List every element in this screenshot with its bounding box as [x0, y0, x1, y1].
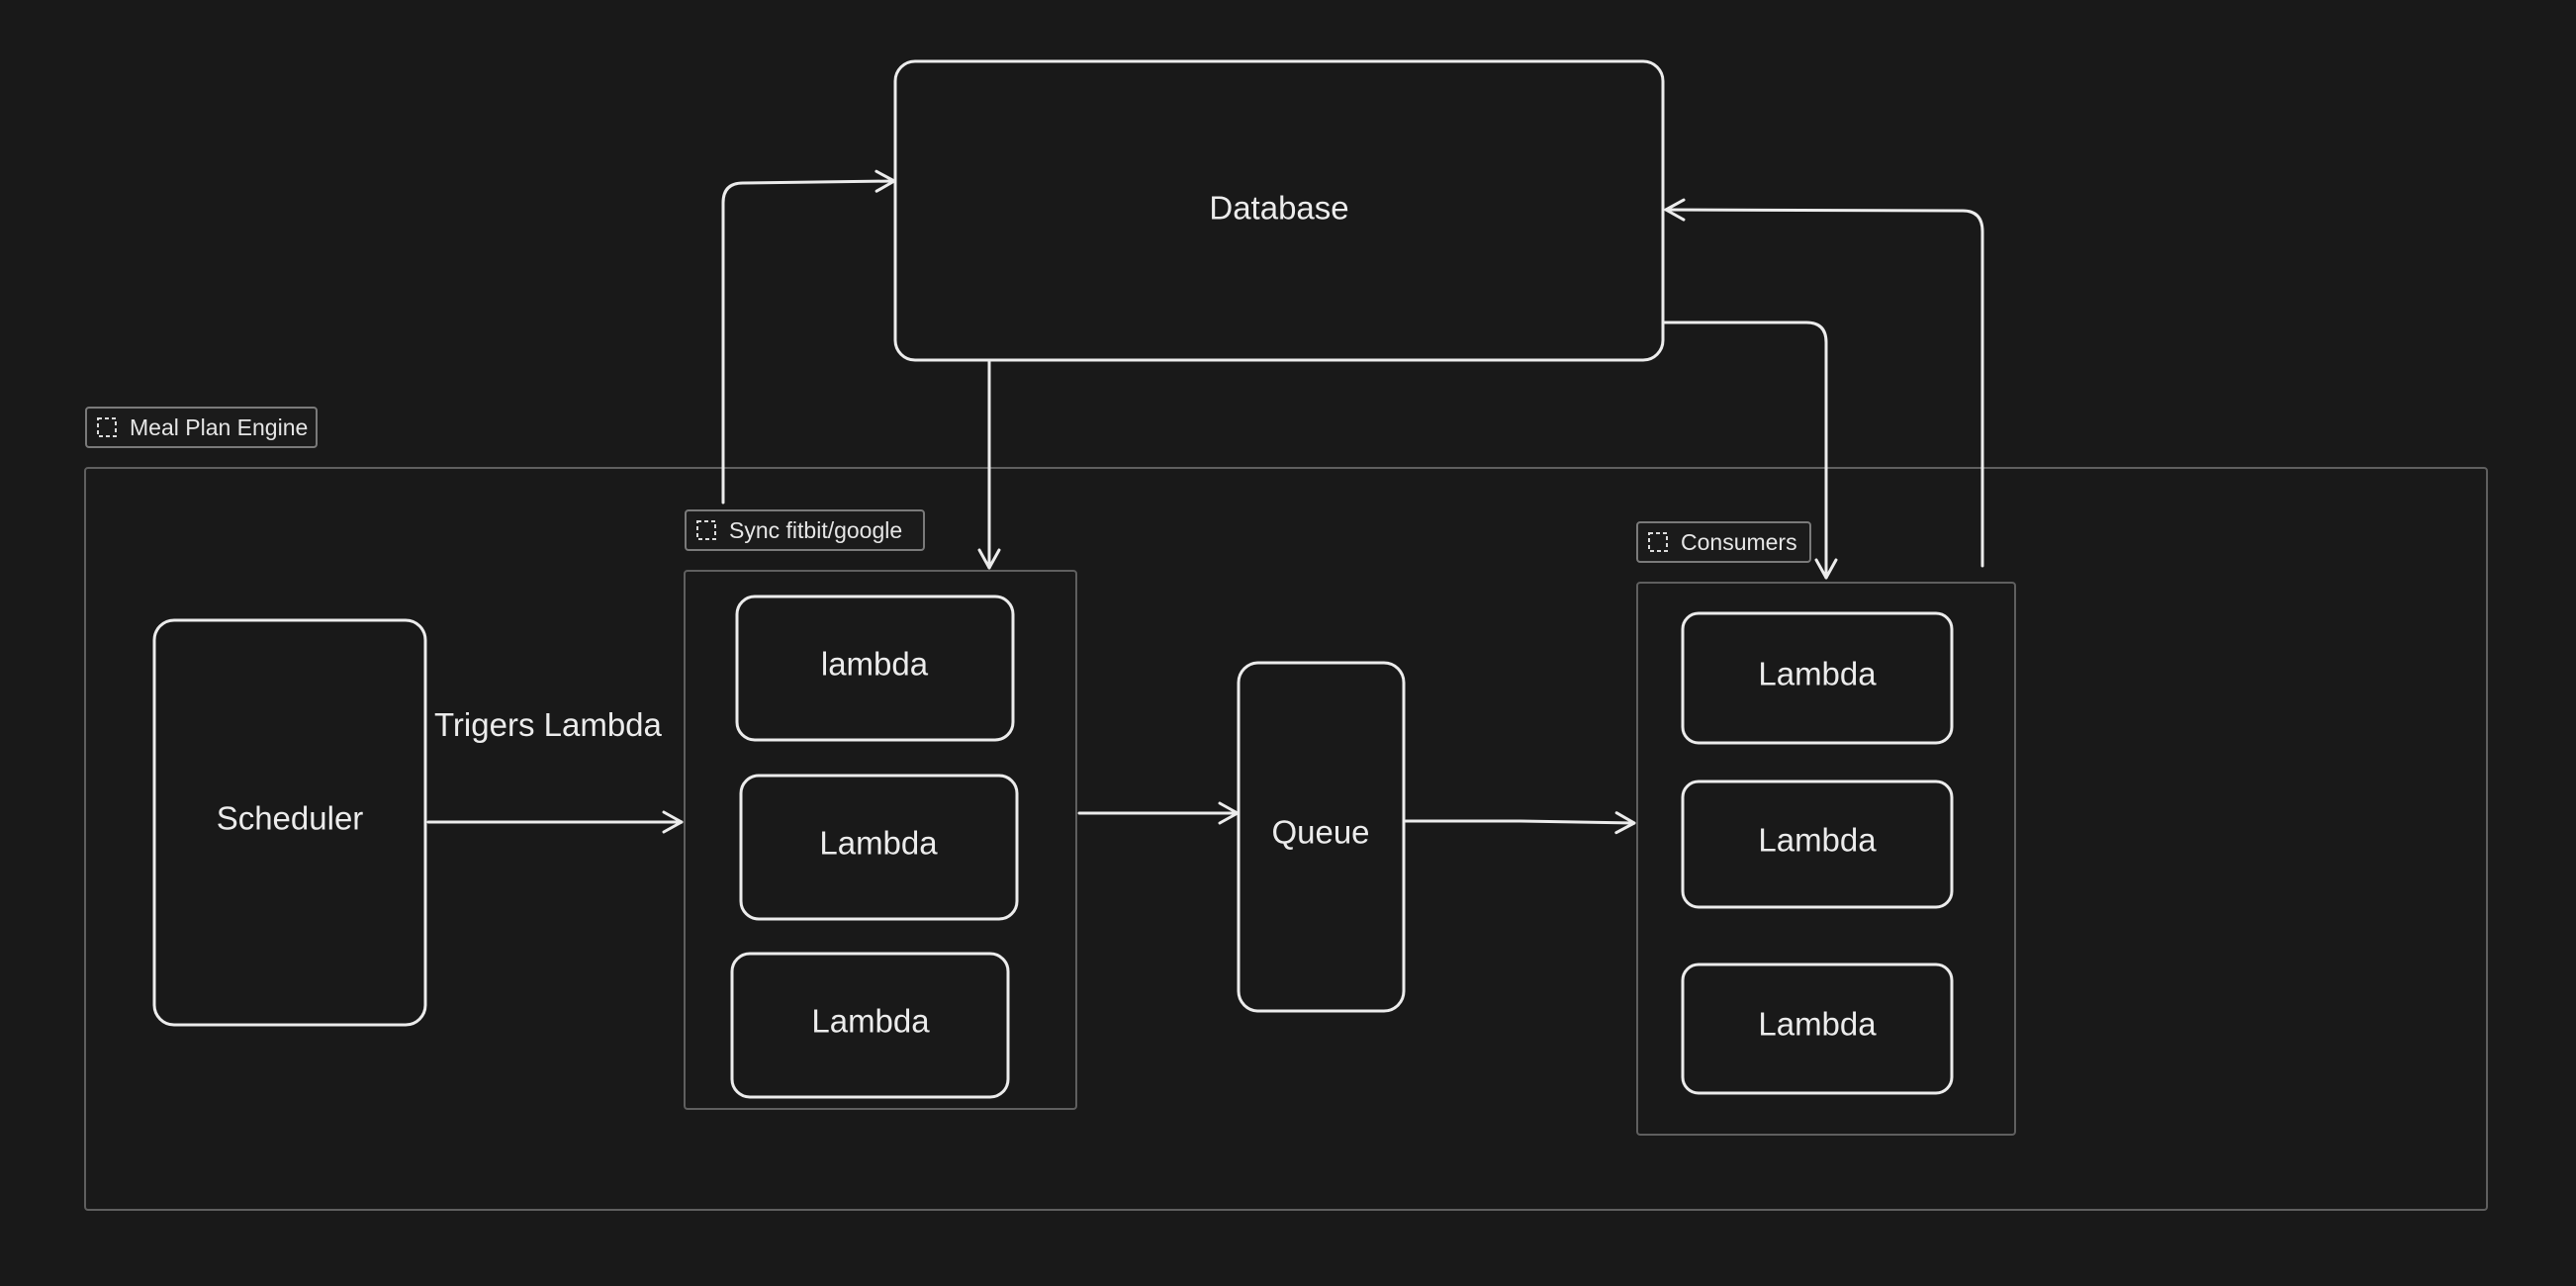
frame-meal-plan-engine-border — [84, 467, 2488, 1211]
frame-icon — [1648, 532, 1668, 552]
node-database-label: Database — [1209, 190, 1348, 227]
node-sync-lambda-2-box — [739, 774, 1019, 921]
edge-database-to-consumers[interactable] — [1663, 321, 1838, 580]
frame-consumers-border — [1636, 582, 2016, 1136]
node-sync-lambda-3-label: Lambda — [811, 1003, 930, 1040]
edge-sync-to-database[interactable] — [721, 169, 896, 505]
node-consumer-lambda-3-label: Lambda — [1758, 1006, 1877, 1043]
frame-tag-box — [1636, 521, 1811, 563]
frame-meal-plan-engine-label: Meal Plan Engine — [130, 414, 308, 440]
node-sync-lambda-1-box — [735, 595, 1015, 742]
frame-tag-box — [85, 407, 318, 448]
node-sync-lambda-3[interactable]: Lambda — [730, 952, 1010, 1099]
node-scheduler-box — [152, 618, 427, 1027]
node-sync-lambda-3-box — [730, 952, 1010, 1099]
frame-consumers[interactable]: Consumers — [1636, 521, 2016, 1136]
frame-icon — [97, 417, 117, 437]
node-database[interactable]: Database — [893, 59, 1665, 362]
node-queue-label: Queue — [1271, 814, 1369, 851]
node-sync-lambda-1-label: lambda — [821, 646, 929, 683]
node-consumer-lambda-2-label: Lambda — [1758, 822, 1877, 859]
frame-meal-plan-engine[interactable]: Meal Plan Engine — [84, 407, 2488, 1211]
edge-queue-to-consumers[interactable] — [1404, 811, 1636, 835]
frame-consumers-tag[interactable]: Consumers — [1636, 521, 1811, 563]
frame-icon — [696, 520, 716, 540]
node-consumer-lambda-1[interactable]: Lambda — [1681, 611, 1954, 745]
node-consumer-lambda-2[interactable]: Lambda — [1681, 780, 1954, 909]
frame-sync-label: Sync fitbit/google — [729, 517, 902, 543]
node-consumer-lambda-3[interactable]: Lambda — [1681, 963, 1954, 1095]
node-sync-lambda-2-label: Lambda — [819, 825, 938, 862]
node-sync-lambda-2[interactable]: Lambda — [739, 774, 1019, 921]
node-consumer-lambda-2-box — [1681, 780, 1954, 909]
node-queue[interactable]: Queue — [1237, 661, 1406, 1013]
node-consumer-lambda-1-label: Lambda — [1758, 656, 1877, 692]
node-consumer-lambda-3-box — [1681, 963, 1954, 1095]
frame-sync[interactable]: Sync fitbit/google — [684, 509, 1077, 1110]
node-scheduler-label: Scheduler — [217, 800, 364, 837]
frame-meal-plan-engine-tag[interactable]: Meal Plan Engine — [85, 407, 318, 448]
frame-sync-border — [684, 570, 1077, 1110]
node-queue-box — [1237, 661, 1406, 1013]
frame-consumers-label: Consumers — [1681, 529, 1797, 555]
frame-tag-box — [685, 509, 925, 551]
edge-consumers-to-database[interactable] — [1664, 198, 1984, 568]
node-sync-lambda-1[interactable]: lambda — [735, 595, 1015, 742]
frame-sync-tag[interactable]: Sync fitbit/google — [685, 509, 925, 551]
edge-scheduler-to-sync-label: Trigers Lambda — [434, 706, 663, 743]
node-database-box — [893, 59, 1665, 362]
node-scheduler[interactable]: Scheduler — [152, 618, 427, 1027]
node-consumer-lambda-1-box — [1681, 611, 1954, 745]
